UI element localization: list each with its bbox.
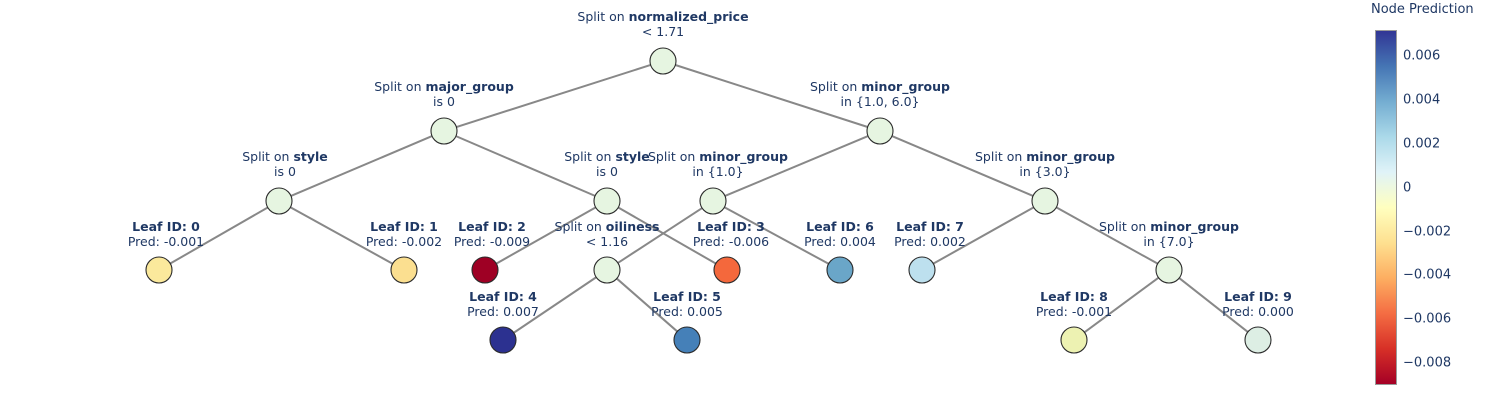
tree-edge <box>290 135 433 197</box>
colorbar-tick-label: −0.006 <box>1403 311 1452 327</box>
split-node-label: Split on oiliness< 1.16 <box>555 219 660 249</box>
split-node[interactable] <box>699 187 727 215</box>
tree-edge <box>1055 206 1159 265</box>
leaf-node[interactable] <box>713 256 741 284</box>
split-node[interactable] <box>649 47 677 75</box>
leaf-node[interactable] <box>471 256 499 284</box>
leaf-node[interactable] <box>390 256 418 284</box>
tree-edge <box>723 206 830 265</box>
nodes-layer <box>145 47 1272 354</box>
split-node[interactable] <box>265 187 293 215</box>
leaf-node[interactable] <box>1060 326 1088 354</box>
leaf-node[interactable] <box>1244 326 1272 354</box>
leaf-node[interactable] <box>908 256 936 284</box>
tree-edge <box>455 135 596 197</box>
colorbar-tick-label: 0.004 <box>1403 92 1441 108</box>
tree-edge <box>495 206 597 265</box>
split-node[interactable] <box>593 256 621 284</box>
colorbar-tick-label: −0.004 <box>1403 267 1452 283</box>
tree-edge <box>513 276 597 334</box>
tree-edge <box>289 206 394 265</box>
colorbar-tick-label: 0.002 <box>1403 136 1441 152</box>
tree-edge <box>456 64 651 128</box>
tree-edge <box>932 206 1035 265</box>
split-node[interactable] <box>1155 256 1183 284</box>
tree-edge <box>617 207 703 264</box>
leaf-node[interactable] <box>489 326 517 354</box>
leaf-node[interactable] <box>145 256 173 284</box>
leaf-node[interactable] <box>826 256 854 284</box>
edges-layer <box>169 64 1249 334</box>
tree-edge <box>1178 277 1249 333</box>
tree-edge <box>891 135 1034 197</box>
tree-edge <box>675 64 868 128</box>
colorbar-gradient <box>1375 30 1397 385</box>
tree-edge <box>617 206 717 265</box>
colorbar-tick-label: −0.002 <box>1403 224 1452 240</box>
split-node[interactable] <box>593 187 621 215</box>
tree-edge <box>724 135 869 197</box>
colorbar-tick-label: 0.006 <box>1403 48 1441 64</box>
colorbar-title: Node Prediction <box>1371 2 1474 17</box>
split-node-label: Split on normalized_price< 1.71 <box>577 9 748 39</box>
tree-edge <box>169 206 269 265</box>
split-node[interactable] <box>866 117 894 145</box>
split-node[interactable] <box>1031 187 1059 215</box>
colorbar[interactable]: 0.006 0.004 0.002 0 −0.002 −0.004 −0.006 −0.008 <box>1375 30 1451 385</box>
colorbar-tick-label: −0.008 <box>1403 355 1452 371</box>
colorbar-tick-label: 0 <box>1403 180 1412 196</box>
split-node[interactable] <box>430 117 458 145</box>
leaf-node[interactable] <box>673 326 701 354</box>
tree-edge <box>1083 276 1160 334</box>
tree-edge <box>616 277 678 333</box>
